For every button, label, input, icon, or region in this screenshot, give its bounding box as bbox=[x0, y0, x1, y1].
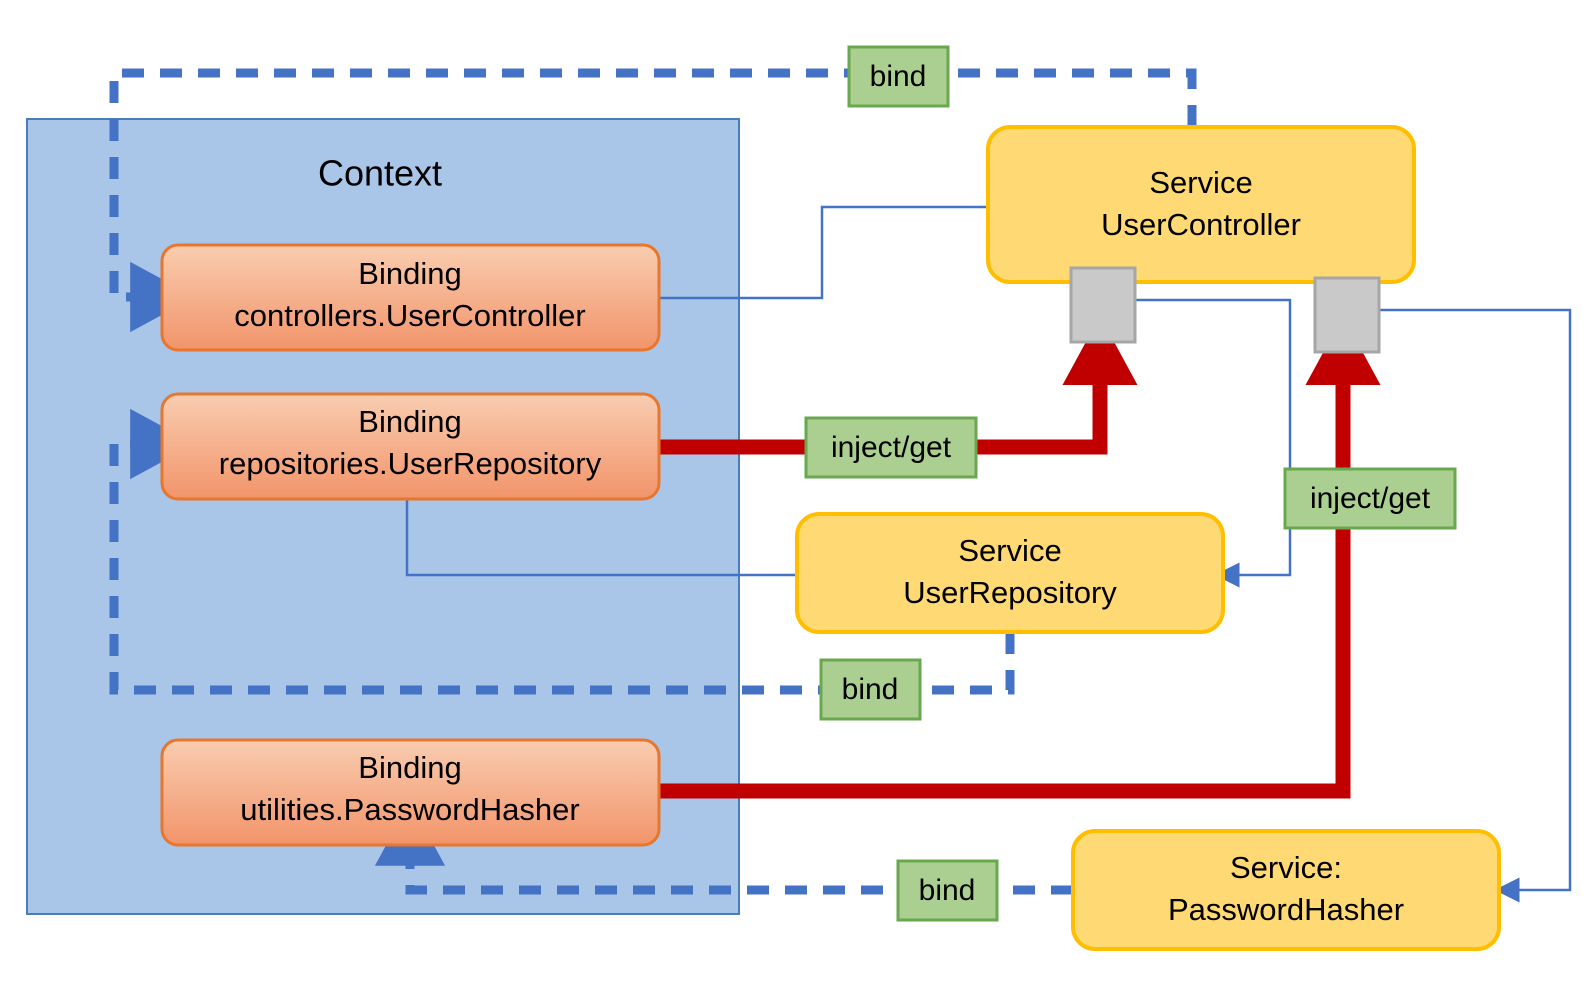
injection-port-left[interactable] bbox=[1069, 266, 1137, 344]
assoc-line-port-a-to-repository bbox=[1135, 298, 1292, 588]
edge-label-bind-bottom-box bbox=[896, 859, 999, 922]
service-password-hasher[interactable]: Service: PasswordHasher bbox=[1071, 829, 1501, 951]
edge-label-inject-get-hasher-text: inject/get bbox=[1310, 482, 1431, 515]
service-user-controller-line2: UserController bbox=[1101, 207, 1301, 242]
edge-label-bind-top-box bbox=[847, 45, 950, 108]
binding-user-controller-line1: Binding bbox=[358, 256, 461, 291]
edge-label-bind-top: bind bbox=[847, 45, 950, 108]
service-password-hasher-line2: PasswordHasher bbox=[1168, 892, 1404, 927]
binding-user-repository-line1: Binding bbox=[358, 404, 461, 439]
context-title: Context bbox=[318, 153, 442, 194]
service-password-hasher-box[interactable] bbox=[1071, 829, 1501, 951]
binding-user-controller[interactable]: Binding controllers.UserController bbox=[160, 243, 661, 352]
binding-password-hasher-line2: utilities.PasswordHasher bbox=[240, 792, 579, 827]
edge-label-inject-get-repository-text: inject/get bbox=[831, 431, 952, 464]
service-user-controller[interactable]: Service UserController bbox=[986, 125, 1416, 284]
edge-label-bind-middle-box bbox=[819, 658, 922, 721]
bind-edge-middle bbox=[109, 408, 1015, 695]
binding-user-controller-line2: controllers.UserController bbox=[234, 298, 585, 333]
binding-user-repository[interactable]: Binding repositories.UserRepository bbox=[160, 392, 661, 501]
edge-label-bind-top-text: bind bbox=[870, 60, 927, 93]
assoc-line-controller bbox=[659, 205, 988, 300]
edge-label-inject-get-repository-box bbox=[804, 416, 978, 479]
service-user-repository[interactable]: Service UserRepository bbox=[795, 512, 1225, 634]
assoc-line-port-b-to-hasher bbox=[1379, 308, 1572, 903]
edge-label-bind-bottom: bind bbox=[896, 859, 999, 922]
edge-label-inject-get-repository: inject/get bbox=[804, 416, 978, 479]
service-user-repository-box[interactable] bbox=[795, 512, 1225, 634]
service-user-controller-line1: Service bbox=[1149, 165, 1252, 200]
service-user-repository-line2: UserRepository bbox=[903, 575, 1117, 610]
edge-label-bind-middle: bind bbox=[819, 658, 922, 721]
edge-label-bind-bottom-text: bind bbox=[919, 874, 976, 907]
edge-label-bind-middle-text: bind bbox=[842, 673, 899, 706]
edge-label-inject-get-hasher-box bbox=[1283, 467, 1457, 530]
bind-edge-top bbox=[109, 68, 1197, 333]
assoc-line-repository bbox=[405, 496, 797, 577]
binding-password-hasher[interactable]: Binding utilities.PasswordHasher bbox=[160, 738, 661, 847]
service-user-repository-line1: Service bbox=[958, 533, 1061, 568]
binding-user-controller-box[interactable] bbox=[160, 243, 661, 352]
binding-user-repository-line2: repositories.UserRepository bbox=[219, 446, 602, 481]
binding-user-repository-box[interactable] bbox=[160, 392, 661, 501]
service-user-controller-box[interactable] bbox=[986, 125, 1416, 284]
service-password-hasher-line1: Service: bbox=[1230, 850, 1342, 885]
binding-password-hasher-line1: Binding bbox=[358, 750, 461, 785]
binding-password-hasher-box[interactable] bbox=[160, 738, 661, 847]
injection-port-right[interactable] bbox=[1313, 276, 1381, 354]
bind-edge-bottom bbox=[374, 801, 1073, 895]
edge-label-inject-get-hasher: inject/get bbox=[1283, 467, 1457, 530]
